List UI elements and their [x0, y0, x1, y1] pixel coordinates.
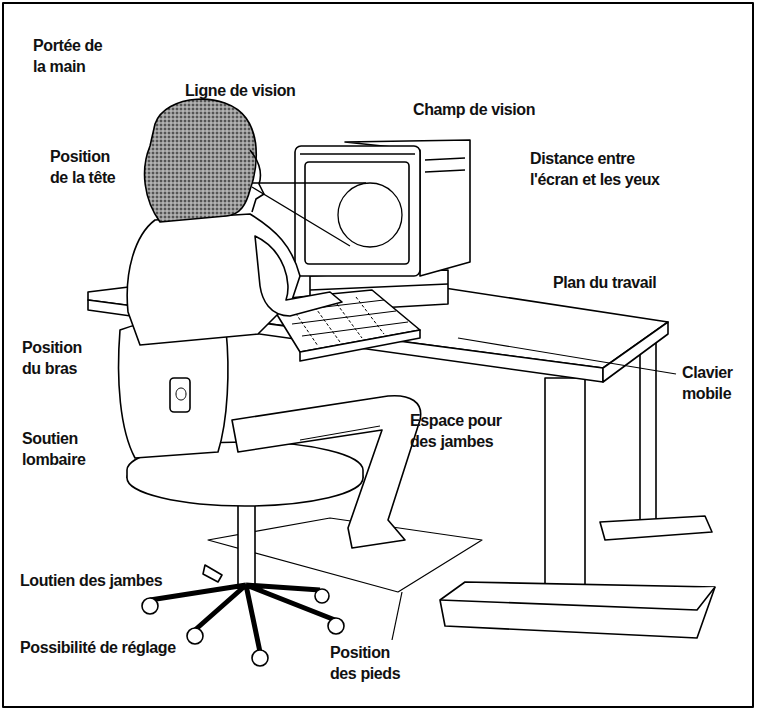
monitor	[300, 153, 415, 155]
chair	[328, 618, 344, 634]
callout-label: Espace pour des jambes	[410, 410, 515, 452]
desk-back-leg	[600, 516, 712, 540]
desk-front-leg	[440, 587, 715, 610]
chair	[252, 650, 268, 666]
callout-label: Possibilité de réglage	[20, 637, 250, 658]
chair	[142, 598, 158, 614]
person	[255, 236, 342, 316]
chair	[187, 628, 203, 644]
monitor	[305, 162, 409, 264]
vision-cone	[338, 183, 402, 247]
desk-top	[603, 322, 668, 382]
chair	[238, 495, 255, 585]
callout-label: Distance entre l'écran et les yeux	[530, 148, 685, 190]
callout-label: Soutien lombaire	[22, 428, 102, 470]
callout-label: Loutien des jambes	[20, 570, 240, 591]
person	[300, 426, 380, 440]
monitor	[295, 146, 420, 276]
leader-line	[458, 338, 676, 374]
monitor	[310, 284, 448, 290]
person	[250, 150, 264, 212]
callout-label: Clavier mobile	[682, 362, 746, 404]
chair	[176, 388, 186, 400]
callout-label: Plan du travail	[553, 272, 753, 293]
callout-label: Position des pieds	[330, 642, 412, 684]
desk-back-leg	[640, 330, 656, 525]
chair	[203, 565, 222, 582]
callout-label: Position du bras	[22, 337, 97, 379]
leader-line	[392, 592, 402, 640]
keyboard	[300, 330, 420, 361]
frame-border	[3, 3, 753, 707]
leader-line	[392, 338, 676, 640]
monitor	[295, 140, 470, 312]
desk-front-leg	[440, 582, 715, 638]
person	[232, 396, 421, 548]
person	[127, 99, 420, 548]
chair	[315, 589, 329, 603]
chair	[119, 321, 363, 666]
callout-label: Position de la tête	[50, 146, 130, 188]
desk-front-leg	[545, 378, 585, 588]
illustration	[3, 3, 753, 707]
callout-label: Portée de la main	[33, 35, 117, 77]
person	[145, 99, 257, 222]
callout-label: Champ de vision	[413, 99, 613, 120]
callout-label: Ligne de vision	[185, 80, 385, 101]
monitor	[425, 158, 465, 172]
chair	[150, 585, 335, 652]
chair	[170, 378, 190, 412]
frame-border	[3, 3, 753, 707]
